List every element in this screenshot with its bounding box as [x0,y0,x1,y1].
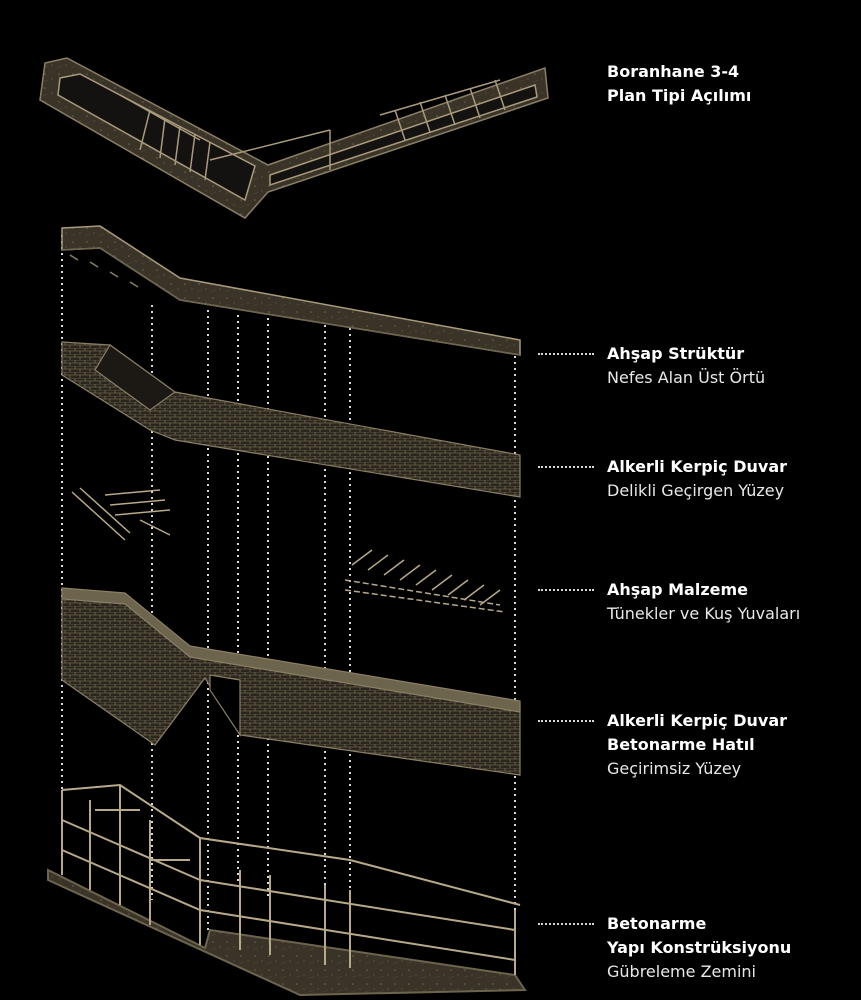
layer-label-lower-wall: Alkerli Kerpiç Duvar Betonarme Hatıl Geç… [607,709,787,781]
leader-line-upper-wall [538,466,594,468]
leader-line-concrete [538,923,594,925]
timber-elements [71,487,506,613]
layer-title: Alkerli Kerpiç Duvar [607,711,787,730]
roof-layer [61,225,521,356]
layer-subtitle: Tünekler ve Kuş Yuvaları [607,604,801,623]
layer-title: Ahşap Strüktür [607,344,745,363]
leader-line-lower-wall [538,720,594,722]
lower-adobe-wall [61,587,521,776]
layer-label-roof: Ahşap Strüktür Nefes Alan Üst Örtü [607,342,765,390]
layer-title-2: Yapı Konstrüksiyonu [607,938,792,957]
title-line-2: Plan Tipi Açılımı [607,86,752,105]
layer-title: Betonarme [607,914,707,933]
leader-line-timber [538,589,594,591]
layer-label-upper-wall: Alkerli Kerpiç Duvar Delikli Geçirgen Yü… [607,455,787,503]
layer-label-timber: Ahşap Malzeme Tünekler ve Kuş Yuvaları [607,578,800,626]
title-line-1: Boranhane 3-4 [607,62,740,81]
upper-adobe-wall [61,341,521,498]
layer-subtitle: Geçirimsiz Yüzey [607,759,742,778]
layer-title: Alkerli Kerpiç Duvar [607,457,787,476]
title-label: Boranhane 3-4 Plan Tipi Açılımı [607,60,751,108]
leader-line-roof [538,353,594,355]
concrete-structure [47,783,527,997]
layer-subtitle: Delikli Geçirgen Yüzey [607,481,785,500]
layer-subtitle: Gübreleme Zemini [607,962,756,981]
plan-drawing [39,57,549,219]
layer-subtitle: Nefes Alan Üst Örtü [607,368,766,387]
layer-label-concrete: Betonarme Yapı Konstrüksiyonu Gübreleme … [607,912,791,984]
layer-title-2: Betonarme Hatıl [607,735,755,754]
layer-title: Ahşap Malzeme [607,580,749,599]
